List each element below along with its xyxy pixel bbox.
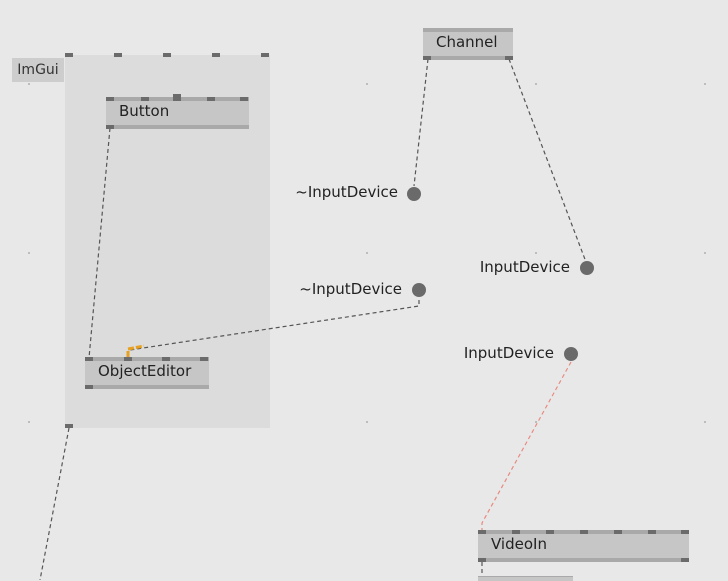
region-output-pin[interactable]	[65, 424, 73, 428]
link-region-out	[39, 427, 70, 580]
videoin-input-pin[interactable]	[512, 530, 520, 534]
channel-output-pin[interactable]	[505, 56, 513, 60]
grid-dot	[366, 252, 368, 254]
videoin-output-pin[interactable]	[681, 558, 689, 562]
node-label: VideoIn	[491, 535, 547, 553]
videoin-node[interactable]: VideoIn	[478, 530, 689, 562]
videoin-input-pin[interactable]	[681, 530, 689, 534]
region-pin[interactable]	[163, 53, 171, 57]
objecteditor-input-pin[interactable]	[124, 357, 132, 361]
button-input-pin[interactable]	[106, 97, 114, 101]
region-label: ImGui	[12, 58, 64, 82]
grid-dot	[535, 421, 537, 423]
iobox-input-device-1-label: ~InputDevice	[295, 183, 398, 201]
button-node[interactable]: Button	[106, 97, 249, 129]
region-pin[interactable]	[65, 53, 73, 57]
videoin-input-pin[interactable]	[648, 530, 656, 534]
objecteditor-input-pin[interactable]	[162, 357, 170, 361]
node-header	[423, 28, 513, 32]
channel-output-pin[interactable]	[423, 56, 431, 60]
iobox-input-device-4-label: InputDevice	[463, 344, 554, 362]
link-channel-inputdevice-2	[508, 58, 587, 263]
next-node-edge	[478, 576, 573, 581]
region-pin[interactable]	[114, 53, 122, 57]
videoin-input-pin[interactable]	[546, 530, 554, 534]
grid-dot	[704, 83, 706, 85]
node-footer	[423, 56, 513, 60]
iobox-input-device-2-label: InputDevice	[479, 258, 570, 276]
grid-dot	[366, 83, 368, 85]
grid-dot	[535, 252, 537, 254]
button-input-pin[interactable]	[141, 97, 149, 101]
grid-dot	[28, 421, 30, 423]
objecteditor-node[interactable]: ObjectEditor	[85, 357, 209, 389]
grid-dot	[28, 83, 30, 85]
grid-dot	[704, 252, 706, 254]
node-label: Button	[119, 102, 170, 120]
link-button-objecteditor	[88, 127, 111, 359]
objecteditor-input-pin[interactable]	[85, 357, 93, 361]
node-label: Channel	[436, 33, 498, 51]
button-input-pin[interactable]	[173, 94, 181, 101]
objecteditor-input-pin[interactable]	[200, 357, 208, 361]
link-channel-inputdevice-1	[413, 58, 429, 187]
node-footer	[85, 385, 209, 389]
node-label: ObjectEditor	[98, 362, 192, 380]
grid-dot	[28, 252, 30, 254]
node-footer	[478, 558, 689, 562]
button-output-pin[interactable]	[106, 125, 114, 129]
link-highlight	[126, 344, 145, 357]
link-inputdevice-objecteditor	[129, 300, 420, 351]
button-input-pin[interactable]	[207, 97, 215, 101]
videoin-input-pin[interactable]	[614, 530, 622, 534]
button-input-pin[interactable]	[240, 97, 248, 101]
iobox-input-device-3-label: ~InputDevice	[299, 280, 402, 298]
channel-node[interactable]: Channel	[423, 28, 513, 60]
iobox-input-device-2-pin[interactable]	[580, 261, 594, 275]
iobox-input-device-4-pin[interactable]	[564, 347, 578, 361]
node-footer	[106, 125, 249, 129]
iobox-input-device-3-pin[interactable]	[412, 283, 426, 297]
region-pin[interactable]	[261, 53, 269, 57]
node-header	[85, 357, 209, 361]
videoin-input-pin[interactable]	[580, 530, 588, 534]
videoin-input-pin[interactable]	[478, 530, 486, 534]
link-inputdevice-videoin	[481, 361, 572, 531]
grid-dot	[366, 421, 368, 423]
iobox-input-device-1-pin[interactable]	[407, 187, 421, 201]
grid-dot	[704, 421, 706, 423]
objecteditor-output-pin[interactable]	[85, 385, 93, 389]
grid-dot	[535, 83, 537, 85]
videoin-output-pin[interactable]	[478, 558, 486, 562]
region-pin[interactable]	[212, 53, 220, 57]
